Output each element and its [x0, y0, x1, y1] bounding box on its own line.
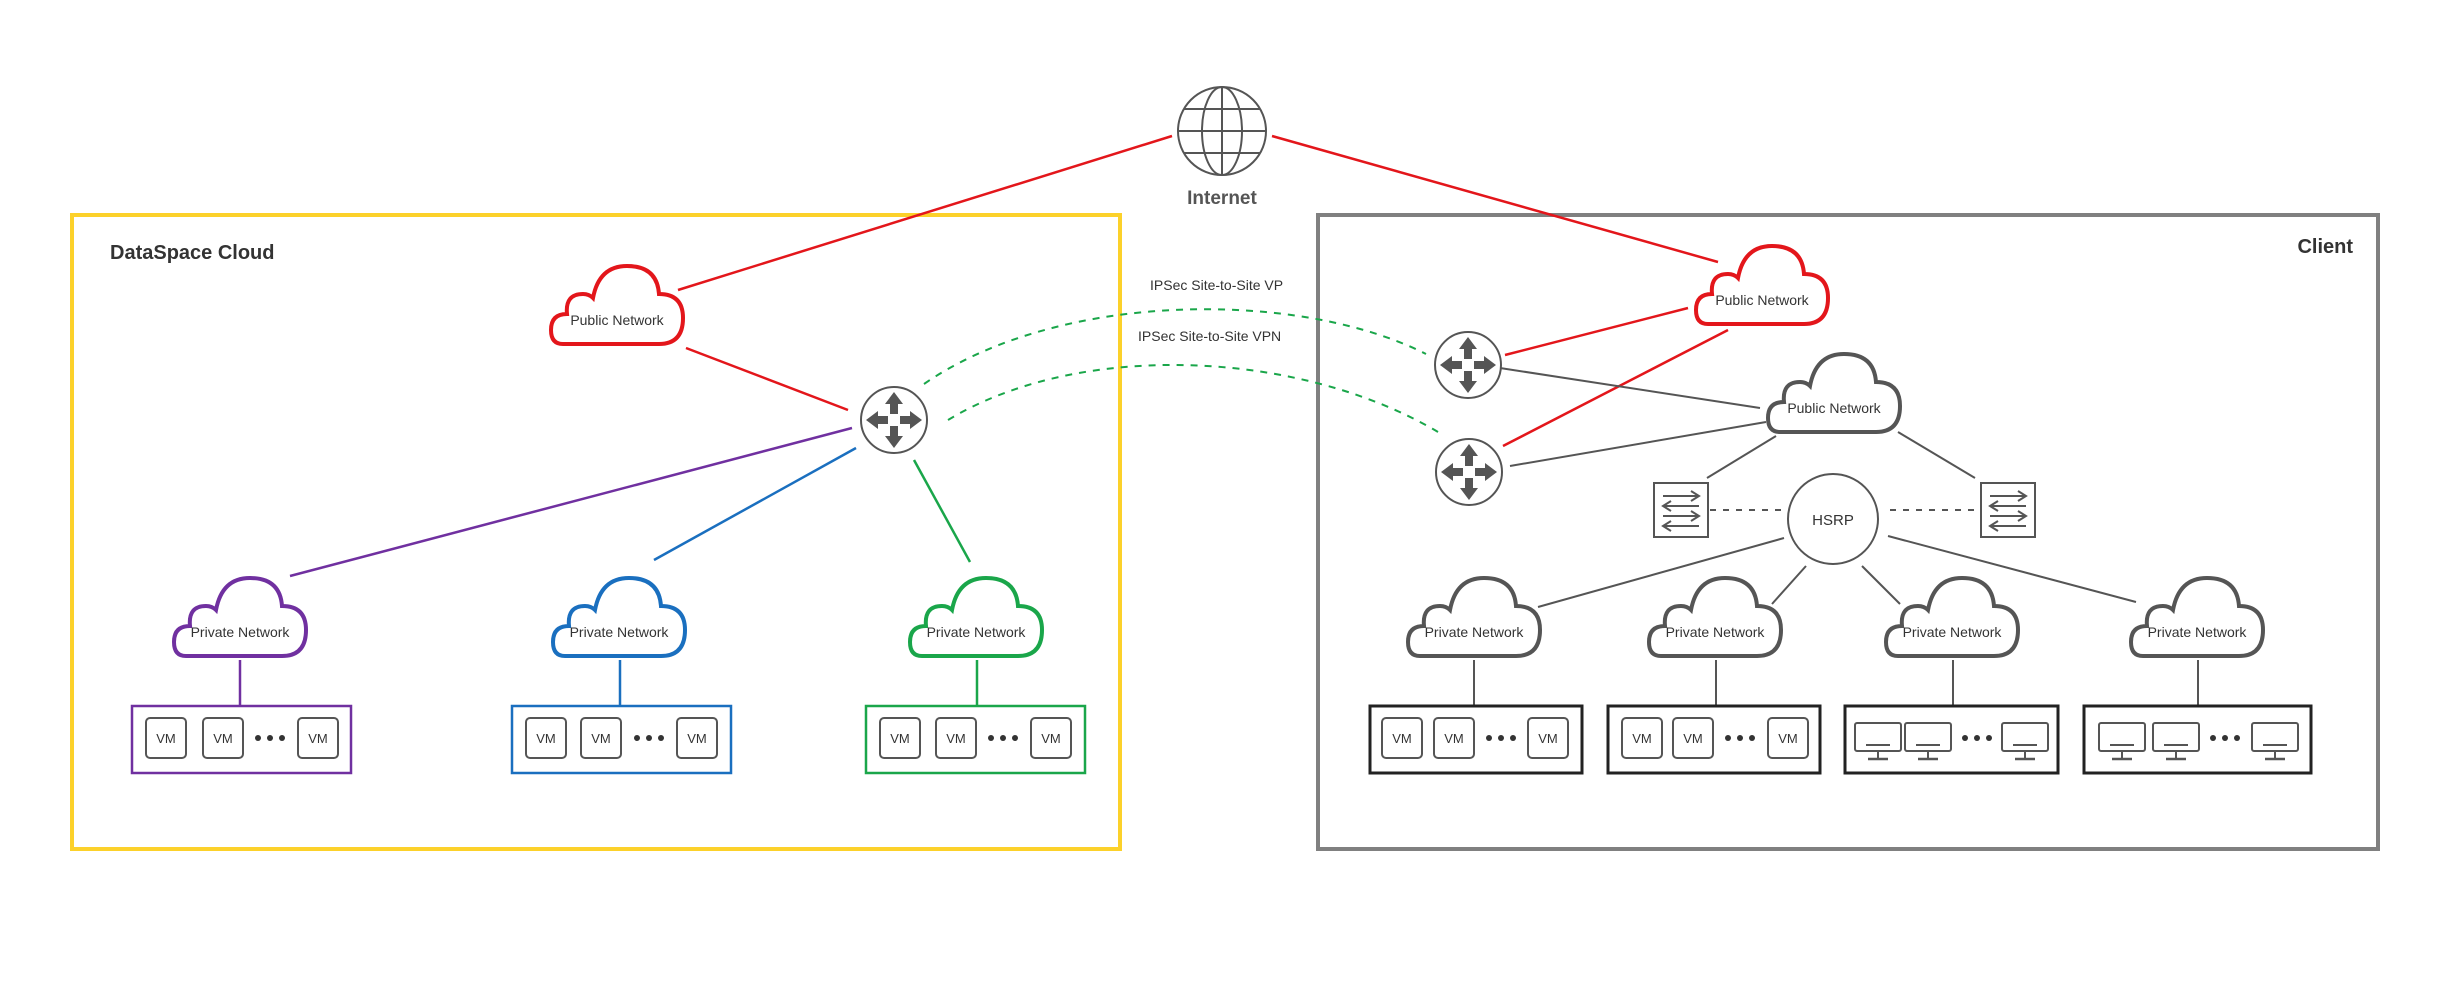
- client-public-cloud-red: Public Network: [1694, 244, 1830, 326]
- ellipsis-icon: [2210, 735, 2240, 741]
- dataspace-private-links: [238, 426, 979, 706]
- dataspace-router: [860, 386, 928, 454]
- hsrp-node: HSRP: [1787, 473, 1879, 565]
- private-network-label: Private Network: [570, 624, 670, 640]
- cloud-icon: [551, 576, 687, 658]
- client-title: Client: [2297, 236, 2353, 258]
- dataspace-private-network-3: Private Network: [908, 576, 1044, 658]
- vm-label: VM: [946, 731, 966, 746]
- cloud-icon: [549, 264, 685, 346]
- cloud-icon: [172, 576, 308, 658]
- vm-label: VM: [591, 731, 611, 746]
- ellipsis-icon: [1962, 735, 1992, 741]
- client-gray-links: [1473, 367, 2199, 706]
- vm-label: VM: [1444, 731, 1464, 746]
- client-switch-right: [1980, 482, 2036, 538]
- vm-label: VM: [1632, 731, 1652, 746]
- vm-label: VM: [156, 731, 176, 746]
- client-monitor-group-1: [1843, 704, 2060, 775]
- cloud-icon: [1766, 352, 1902, 434]
- vpn-tunnels: [923, 308, 1439, 433]
- private-network-label: Private Network: [1903, 624, 2003, 640]
- router-icon: [1434, 331, 1502, 399]
- vm-label: VM: [213, 731, 233, 746]
- dataspace-vm-group-1: VM VM VM: [130, 704, 353, 775]
- switch-icon: [1653, 482, 1709, 538]
- switch-icon: [1980, 482, 2036, 538]
- cloud-icon: [1406, 576, 1542, 658]
- dataspace-private-network-1: Private Network: [172, 576, 308, 658]
- hsrp-label: HSRP: [1812, 512, 1854, 529]
- vpn-lower-label: IPSec Site-to-Site VPN: [1138, 328, 1281, 344]
- dataspace-private-network-2: Private Network: [551, 576, 687, 658]
- internet-links: [677, 134, 1729, 448]
- client-public-network-gray-label: Public Network: [1787, 400, 1881, 416]
- private-network-label: Private Network: [927, 624, 1027, 640]
- vpn-upper-label: IPSec Site-to-Site VP: [1150, 277, 1283, 293]
- client-frame: [1316, 213, 2380, 851]
- vm-label: VM: [1392, 731, 1412, 746]
- vm-label: VM: [890, 731, 910, 746]
- cloud-icon: [908, 576, 1044, 658]
- private-network-label: Private Network: [191, 624, 291, 640]
- vm-label: VM: [1683, 731, 1703, 746]
- client-monitor-group-2: [2082, 704, 2313, 775]
- dataspace-public-cloud: Public Network: [549, 264, 685, 346]
- globe-icon: [1177, 86, 1267, 176]
- vm-label: VM: [1538, 731, 1558, 746]
- client-vm-group-1: VM VM VM: [1368, 704, 1584, 775]
- ellipsis-icon: [255, 735, 285, 741]
- vm-label: VM: [687, 731, 707, 746]
- client-private-network-1: Private Network: [1406, 576, 1542, 658]
- cloud-icon: [1694, 244, 1830, 326]
- cloud-icon: [1647, 576, 1783, 658]
- private-network-label: Private Network: [1666, 624, 1766, 640]
- client-router-2: [1435, 438, 1503, 506]
- cloud-icon: [2129, 576, 2265, 658]
- internet-label: Internet: [1187, 188, 1257, 209]
- client-private-network-4: Private Network: [2129, 576, 2265, 658]
- dataspace-public-network-label: Public Network: [570, 312, 664, 328]
- ellipsis-icon: [634, 735, 664, 741]
- dataspace-vm-group-2: VM VM VM: [510, 704, 733, 775]
- ellipsis-icon: [1725, 735, 1755, 741]
- client-private-network-3: Private Network: [1884, 576, 2020, 658]
- vm-label: VM: [1778, 731, 1798, 746]
- client-private-network-2: Private Network: [1647, 576, 1783, 658]
- ellipsis-icon: [1486, 735, 1516, 741]
- dataspace-cloud-title: DataSpace Cloud: [110, 242, 274, 264]
- client-vm-group-2: VM VM VM: [1606, 704, 1822, 775]
- cloud-icon: [1884, 576, 2020, 658]
- vm-label: VM: [1041, 731, 1061, 746]
- dataspace-cloud-frame: [70, 213, 1122, 851]
- client-public-network-red-label: Public Network: [1715, 292, 1809, 308]
- vm-label: VM: [536, 731, 556, 746]
- ellipsis-icon: [988, 735, 1018, 741]
- client-public-cloud-gray: Public Network: [1766, 352, 1902, 434]
- client-router-1: [1434, 331, 1502, 399]
- dataspace-vm-group-3: VM VM VM: [864, 704, 1087, 775]
- private-network-label: Private Network: [2148, 624, 2248, 640]
- private-network-label: Private Network: [1425, 624, 1525, 640]
- router-icon: [860, 386, 928, 454]
- vm-label: VM: [308, 731, 328, 746]
- router-icon: [1435, 438, 1503, 506]
- client-switch-left: [1653, 482, 1709, 538]
